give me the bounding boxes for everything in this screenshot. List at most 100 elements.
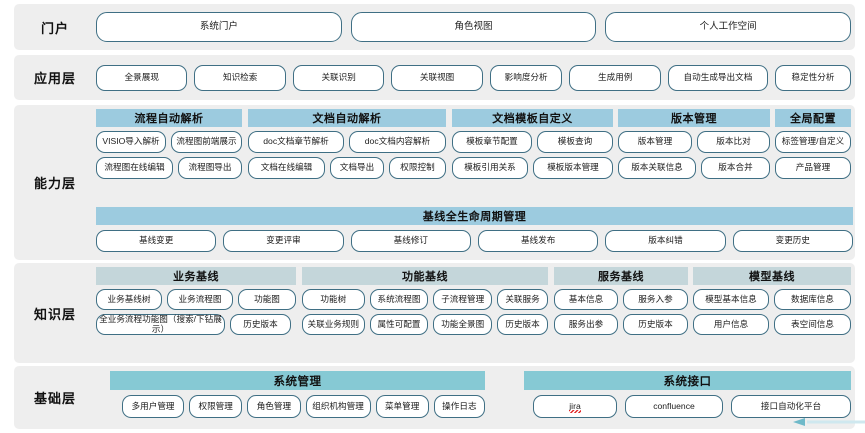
app-item-relation-view[interactable]: 关联视图	[391, 64, 483, 91]
know-item-history-version-business[interactable]: 历史版本	[230, 314, 291, 335]
base-item-jira[interactable]: jira	[533, 395, 617, 418]
cap-item-version-merge[interactable]: 版本合并	[701, 157, 770, 179]
portal-item-system-portal[interactable]: 系统门户	[96, 12, 342, 42]
cap-item-product-manage[interactable]: 产品管理	[775, 157, 851, 179]
cap-item-doc-content-parse[interactable]: doc文档内容解析	[349, 131, 446, 153]
cap-item-version-manage[interactable]: 版本管理	[618, 131, 692, 153]
group-row: 模板章节配置 模板查询	[452, 131, 613, 153]
base-item-operation-log[interactable]: 操作日志	[433, 395, 485, 418]
base-item-confluence[interactable]: confluence	[625, 395, 723, 418]
cap-item-flow-frontend-display[interactable]: 流程图前端展示	[171, 131, 242, 153]
know-item-database-info[interactable]: 数据库信息	[774, 289, 851, 310]
cap-item-baseline-release[interactable]: 基线发布	[477, 230, 599, 252]
cap-item-template-reference[interactable]: 模板引用关系	[452, 157, 528, 179]
group-row: 基本信息 服务入参	[554, 289, 688, 310]
know-item-service-output-param[interactable]: 服务出参	[554, 314, 618, 335]
cap-item-flow-online-edit[interactable]: 流程图在线编辑	[96, 157, 173, 179]
app-item-panorama[interactable]: 全景展现	[96, 64, 188, 91]
cap-item-tag-manage-custom[interactable]: 标签管理/自定义	[775, 131, 851, 153]
jira-label: jira	[569, 400, 582, 413]
cap-item-flow-export[interactable]: 流程图导出	[178, 157, 242, 179]
base-item-permission-mgmt[interactable]: 权限管理	[189, 395, 243, 418]
layer-body-base: 系统管理 多用户管理 权限管理 角色管理 组织机构管理 菜单管理 操作日志 系统…	[96, 366, 855, 429]
know-item-user-info[interactable]: 用户信息	[693, 314, 769, 335]
know-item-business-flow-chart[interactable]: 业务流程图	[167, 289, 233, 310]
cap-item-change-history[interactable]: 变更历史	[732, 230, 853, 252]
group-row: 功能树 系统流程图 子流程管理 关联服务	[302, 289, 548, 310]
app-item-generate-case[interactable]: 生成用例	[569, 64, 661, 91]
layer-label-knowledge: 知识层	[33, 306, 76, 322]
base-item-multi-user-mgmt[interactable]: 多用户管理	[122, 395, 185, 418]
cap-item-doc-online-edit[interactable]: 文档在线编辑	[248, 157, 325, 179]
group-title-doc-parse: 文档自动解析	[248, 109, 446, 127]
know-item-service-input-param[interactable]: 服务入参	[623, 289, 688, 310]
cap-item-version-correction[interactable]: 版本纠错	[605, 230, 726, 252]
layer-base: 基础层 系统管理 多用户管理 权限管理 角色管理 组织机构管理 菜单管理 操作日…	[14, 366, 855, 429]
base-item-api-automation-platform[interactable]: 接口自动化平台	[731, 395, 851, 418]
app-item-impact-analysis[interactable]: 影响度分析	[489, 64, 563, 91]
app-item-auto-export-doc[interactable]: 自动生成导出文档	[667, 64, 768, 91]
group-row: 全业务流程功能图（搜索/下钻展示） 历史版本	[96, 314, 296, 335]
know-item-business-baseline-tree[interactable]: 业务基线树	[96, 289, 162, 310]
base-item-menu-mgmt[interactable]: 菜单管理	[375, 395, 429, 418]
layer-body-capability: 流程自动解析 VISIO导入解析 流程图前端展示 流程图在线编辑 流程图导出	[96, 105, 855, 260]
know-item-subprocess-mgmt[interactable]: 子流程管理	[433, 289, 493, 310]
capability-group-process-parse: 流程自动解析 VISIO导入解析 流程图前端展示 流程图在线编辑 流程图导出	[96, 109, 242, 183]
portal-item-role-view[interactable]: 角色视图	[350, 12, 597, 42]
know-item-system-flow-chart[interactable]: 系统流程图	[369, 289, 429, 310]
know-item-basic-info[interactable]: 基本信息	[554, 289, 618, 310]
group-title-global-config: 全局配置	[775, 109, 851, 127]
know-item-attribute-configurable[interactable]: 属性可配置	[369, 314, 429, 335]
know-item-related-business-rule[interactable]: 关联业务规则	[302, 314, 365, 335]
base-item-org-structure-mgmt[interactable]: 组织机构管理	[305, 395, 371, 418]
group-row: jira confluence 接口自动化平台	[533, 395, 851, 418]
know-item-function-tree[interactable]: 功能树	[302, 289, 365, 310]
cap-item-template-version-mgmt[interactable]: 模板版本管理	[533, 157, 613, 179]
base-group-system-interface: 系统接口 jira confluence 接口自动化平台	[524, 371, 851, 422]
cap-item-version-compare[interactable]: 版本比对	[697, 131, 770, 153]
group-row: 模板引用关系 模板版本管理	[452, 157, 613, 179]
know-item-tablespace-info[interactable]: 表空间信息	[774, 314, 851, 335]
cap-item-baseline-revision[interactable]: 基线修订	[350, 230, 471, 252]
group-title-doc-template: 文档模板自定义	[452, 109, 613, 127]
portal-item-row: 系统门户 角色视图 个人工作空间	[96, 4, 855, 50]
portal-item-personal-workspace[interactable]: 个人工作空间	[605, 12, 852, 42]
group-title-process-parse: 流程自动解析	[96, 109, 242, 127]
cap-item-version-relation-info[interactable]: 版本关联信息	[618, 157, 696, 179]
group-row: 版本管理 版本比对	[618, 131, 770, 153]
capability-group-doc-template: 文档模板自定义 模板章节配置 模板查询 模板引用关系 模板版本管理	[452, 109, 613, 183]
group-title-model-baseline: 模型基线	[693, 267, 851, 285]
app-item-knowledge-search[interactable]: 知识检索	[194, 64, 286, 91]
cap-item-permission-control[interactable]: 权限控制	[389, 157, 446, 179]
group-row: VISIO导入解析 流程图前端展示	[96, 131, 242, 153]
know-item-function-chart[interactable]: 功能图	[238, 289, 296, 310]
cap-item-template-query[interactable]: 模板查询	[537, 131, 613, 153]
layer-body-application: 全景展现 知识检索 关联识别 关联视图 影响度分析 生成用例 自动生成导出文档 …	[96, 55, 855, 100]
cap-item-template-chapter-config[interactable]: 模板章节配置	[452, 131, 532, 153]
know-item-function-panorama[interactable]: 功能全景图	[433, 314, 493, 335]
layer-body-knowledge: 业务基线 业务基线树 业务流程图 功能图 全业务流程功能图（搜索/下钻展示） 历…	[96, 263, 855, 363]
cap-item-visio-import-parse[interactable]: VISIO导入解析	[96, 131, 166, 153]
know-item-history-version-function[interactable]: 历史版本	[497, 314, 548, 335]
group-title-system-interface: 系统接口	[524, 371, 851, 390]
knowledge-group-service-baseline: 服务基线 基本信息 服务入参 服务出参 历史版本	[554, 267, 688, 339]
know-item-full-business-flow-function-chart[interactable]: 全业务流程功能图（搜索/下钻展示）	[96, 314, 225, 335]
know-item-history-version-service[interactable]: 历史版本	[623, 314, 688, 335]
know-item-related-service[interactable]: 关联服务	[497, 289, 548, 310]
app-item-stability-analysis[interactable]: 稳定性分析	[774, 64, 851, 91]
layer-body-portal: 系统门户 角色视图 个人工作空间	[96, 4, 855, 50]
group-row: 产品管理	[775, 157, 851, 179]
group-title-baseline-lifecycle: 基线全生命周期管理	[96, 207, 853, 225]
decorative-arrow-icon	[793, 418, 865, 426]
group-title-function-baseline: 功能基线	[302, 267, 548, 285]
know-item-model-basic-info[interactable]: 模型基本信息	[693, 289, 769, 310]
cap-item-doc-export[interactable]: 文档导出	[330, 157, 384, 179]
cap-item-change-review[interactable]: 变更评审	[223, 230, 344, 252]
group-row: 关联业务规则 属性可配置 功能全景图 历史版本	[302, 314, 548, 335]
cap-item-baseline-change[interactable]: 基线变更	[96, 230, 217, 252]
group-row: 模型基本信息 数据库信息	[693, 289, 851, 310]
cap-item-doc-chapter-parse[interactable]: doc文档章节解析	[248, 131, 344, 153]
base-item-role-mgmt[interactable]: 角色管理	[247, 395, 301, 418]
app-item-relation-recognition[interactable]: 关联识别	[292, 64, 385, 91]
